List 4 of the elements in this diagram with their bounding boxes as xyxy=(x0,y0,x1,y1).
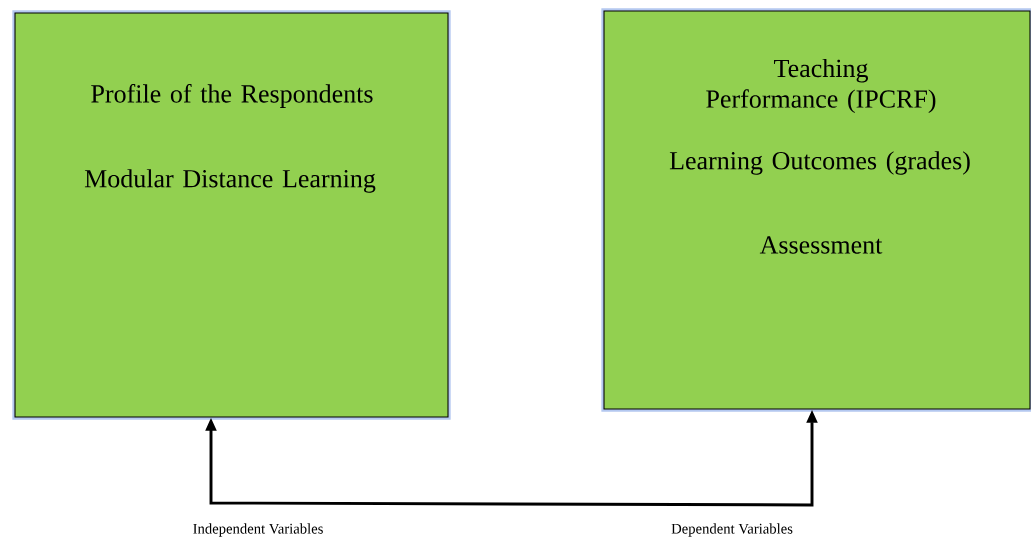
variable-caption: Independent Variables xyxy=(193,523,323,537)
variable-box: Teaching Performance (IPCRF) Learning Outcomes (grades) Assessment xyxy=(601,8,1031,412)
variable-caption: Dependent Variables xyxy=(671,523,793,537)
variable-box: Profile of the Respondents Modular Distance Learning xyxy=(12,10,451,420)
